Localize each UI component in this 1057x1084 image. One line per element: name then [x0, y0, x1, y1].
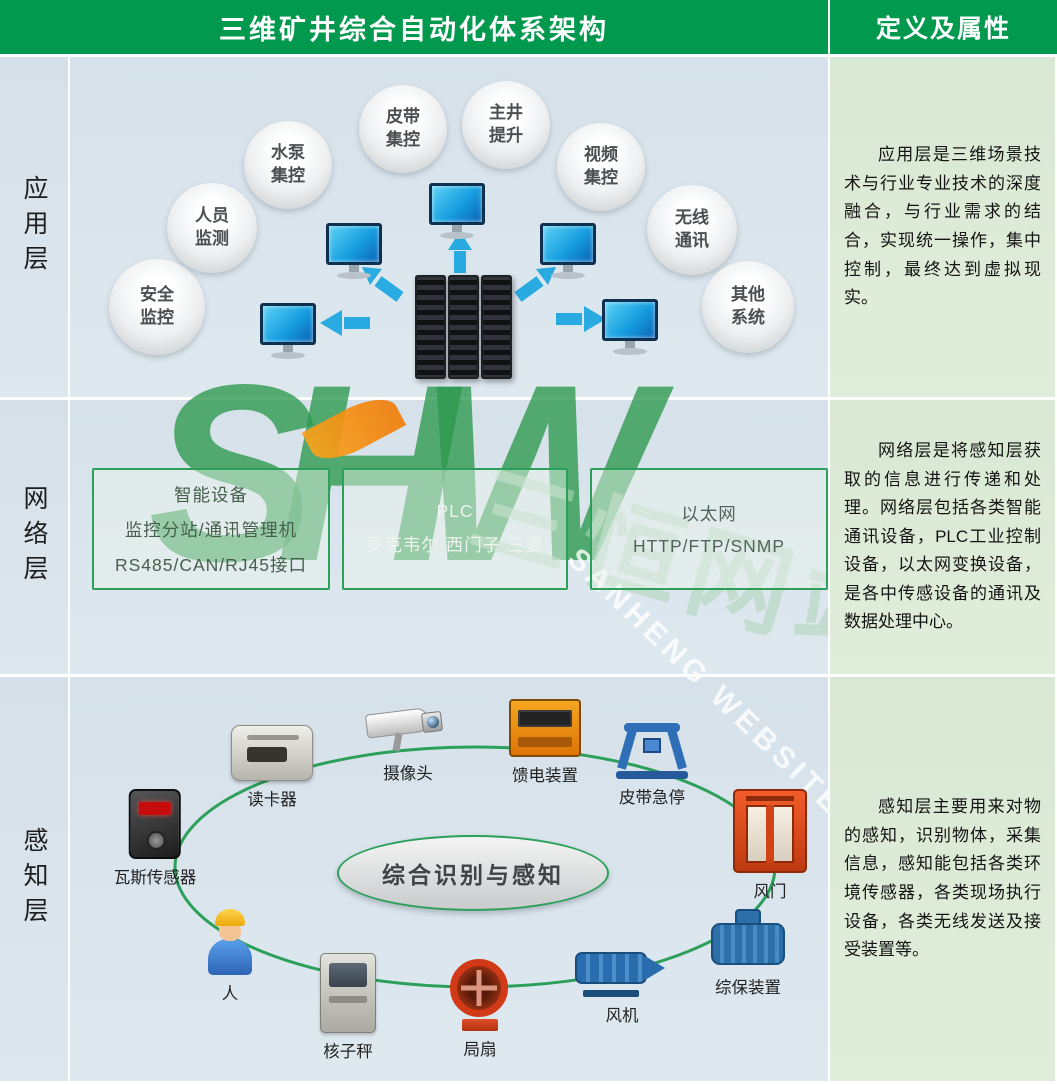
- device-gas-sensor: 瓦斯传感器: [113, 789, 197, 888]
- app-bubble-belt-control: 皮带 集控: [359, 85, 447, 173]
- device-feeder: 馈电装置: [509, 699, 581, 786]
- monitor-icon: [540, 223, 596, 279]
- app-bubble-wireless-comm: 无线 通讯: [647, 185, 737, 275]
- perception-layer-definition: 感知层主要用来对物的感知，识别物体，采集信息，感知能包括各类环境传感器，各类现场…: [828, 677, 1055, 1081]
- arrow-icon-up-left: [374, 276, 404, 302]
- layer-label-application: 应用层: [0, 57, 70, 397]
- network-box-plc: PLC 罗克韦尔 西门子 三菱: [342, 468, 568, 590]
- perception-layer-row: 感知层 综合识别与感知 瓦斯传感器 读卡器 摄像头: [0, 677, 1057, 1081]
- camera-icon: [364, 703, 452, 755]
- device-local-fan: 局扇: [444, 959, 516, 1060]
- device-fan: 风机: [575, 945, 669, 1026]
- application-layer-row: 应用层 安全 监控 人员 监测 水泵 集控 皮带 集控 主井 提升 视频 集控 …: [0, 57, 1057, 400]
- app-bubble-other-systems: 其他 系统: [702, 261, 794, 353]
- device-label: 皮带急停: [619, 789, 685, 807]
- monitor-icon: [260, 303, 316, 359]
- server-tower-icon: [448, 275, 479, 379]
- device-label: 人: [221, 985, 239, 1003]
- device-label: 综保装置: [715, 979, 781, 997]
- belt-estop-icon: [614, 723, 690, 779]
- perception-center-ellipse: 综合识别与感知: [337, 835, 609, 911]
- device-label: 馈电装置: [512, 767, 578, 785]
- arrow-icon-up-right: [514, 276, 544, 302]
- right-panel-title: 定义及属性: [830, 0, 1057, 54]
- device-card-reader: 读卡器: [231, 725, 313, 810]
- perception-layer-diagram: 综合识别与感知 瓦斯传感器 读卡器 摄像头 馈电装置: [70, 677, 828, 1081]
- device-air-door: 风门: [733, 789, 807, 902]
- network-box-ethernet: 以太网 HTTP/FTP/SNMP: [590, 468, 828, 590]
- layer-label-network: 网络层: [0, 400, 70, 674]
- nuclear-scale-icon: [320, 953, 376, 1033]
- page-title: 三维矿井综合自动化体系架构: [0, 0, 830, 54]
- layer-label-perception: 感知层: [0, 677, 70, 1081]
- network-box-smart-devices: 智能设备 监控分站/通讯管理机 RS485/CAN/RJ45接口: [92, 468, 330, 590]
- fan-icon: [575, 945, 669, 997]
- device-label: 风门: [753, 883, 787, 901]
- air-door-icon: [733, 789, 807, 873]
- network-layer-row: 网络层 智能设备 监控分站/通讯管理机 RS485/CAN/RJ45接口 PLC…: [0, 400, 1057, 677]
- data-flow-arrows: [320, 231, 606, 336]
- device-label: 局扇: [463, 1041, 497, 1059]
- device-label: 瓦斯传感器: [113, 869, 197, 887]
- protection-unit-icon: [708, 909, 788, 969]
- monitor-icon: [602, 299, 658, 355]
- gas-sensor-icon: [129, 789, 181, 859]
- local-fan-icon: [444, 959, 516, 1031]
- server-tower-icon: [481, 275, 512, 379]
- person-icon: [201, 909, 259, 975]
- app-bubble-pump-control: 水泵 集控: [244, 121, 332, 209]
- app-bubble-safety-monitoring: 安全 监控: [109, 259, 205, 355]
- app-bubble-personnel-monitoring: 人员 监测: [167, 183, 257, 273]
- network-layer-definition: 网络层是将感知层获取的信息进行传递和处理。网络层包括各类智能通讯设备，PLC工业…: [828, 400, 1055, 674]
- monitor-icon: [429, 183, 485, 239]
- device-label: 读卡器: [247, 791, 297, 809]
- server-tower-icon: [415, 275, 446, 379]
- device-label: 摄像头: [383, 765, 433, 783]
- application-layer-definition: 应用层是三维场景技术与行业专业技术的深度融合，与行业需求的结合，实现统一操作，集…: [828, 57, 1055, 397]
- card-reader-icon: [231, 725, 313, 781]
- device-nuclear-scale: 核子秤: [320, 953, 376, 1062]
- app-bubble-main-shaft-hoist: 主井 提升: [462, 81, 550, 169]
- device-belt-estop: 皮带急停: [614, 723, 690, 808]
- device-person: 人: [201, 909, 259, 1004]
- device-label: 核子秤: [323, 1043, 373, 1061]
- app-bubble-video-control: 视频 集控: [557, 123, 645, 211]
- device-camera: 摄像头: [364, 703, 452, 784]
- network-layer-diagram: 智能设备 监控分站/通讯管理机 RS485/CAN/RJ45接口 PLC 罗克韦…: [70, 400, 828, 674]
- monitor-icon: [326, 223, 382, 279]
- device-label: 风机: [605, 1007, 639, 1025]
- device-protection-unit: 综保装置: [708, 909, 788, 998]
- feeder-icon: [509, 699, 581, 757]
- header-bar: 三维矿井综合自动化体系架构 定义及属性: [0, 0, 1057, 57]
- application-layer-diagram: 安全 监控 人员 监测 水泵 集控 皮带 集控 主井 提升 视频 集控 无线 通…: [70, 57, 828, 397]
